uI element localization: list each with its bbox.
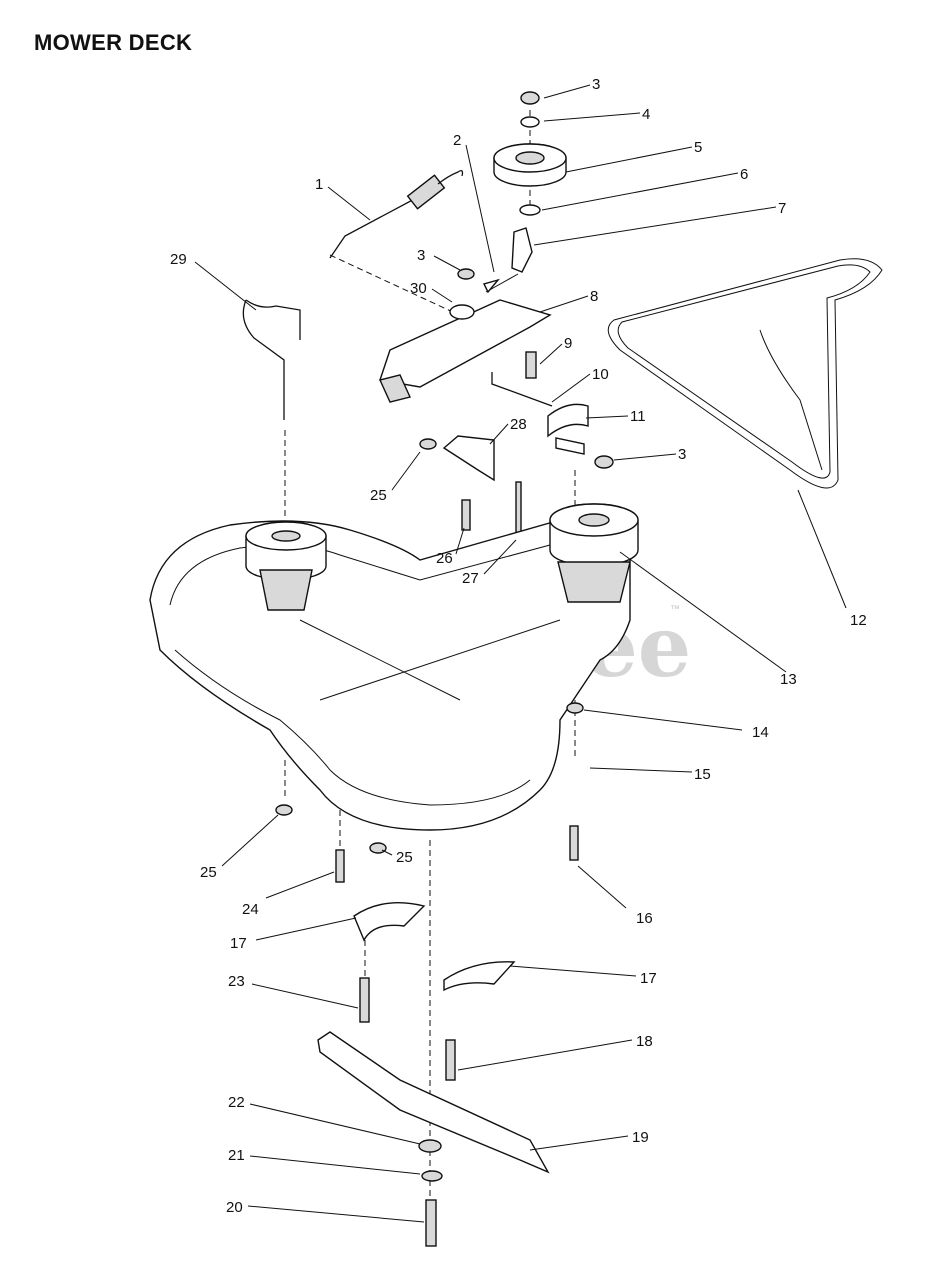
callout-label: 26: [436, 550, 453, 567]
callout-label: 24: [242, 901, 259, 918]
callout-label: 29: [170, 251, 187, 268]
callout-label: 4: [642, 106, 650, 123]
callout-label: 8: [590, 288, 598, 305]
callout-label: 17: [640, 970, 657, 987]
callout-label: 20: [226, 1199, 243, 1216]
callout-label: 13: [780, 671, 797, 688]
diagram-title: MOWER DECK: [34, 30, 193, 55]
leader-lines: [194, 84, 847, 1223]
idler-pulley-stack: [493, 91, 567, 216]
callout-label: 23: [228, 973, 245, 990]
left-spindle: [242, 299, 327, 611]
callout-label: 19: [632, 1129, 649, 1146]
watermark-trademark: ™: [670, 604, 680, 615]
callout-label: 10: [592, 366, 609, 383]
callout-label: 18: [636, 1033, 653, 1050]
callout-label: 27: [462, 570, 479, 587]
callout-label: 3: [678, 446, 686, 463]
callout-label: 30: [410, 280, 427, 297]
callout-label: 3: [417, 247, 425, 264]
callout-label: 9: [564, 335, 572, 352]
callout-label: 17: [230, 935, 247, 952]
callout-label: 7: [778, 200, 786, 217]
idler-spring: [329, 170, 464, 259]
mower-blade: [317, 1031, 550, 1174]
right-spindle: [549, 503, 639, 603]
callout-label: 3: [592, 76, 600, 93]
callout-label: 28: [510, 416, 527, 433]
callout-label: 11: [630, 408, 646, 425]
callout-label: 5: [694, 139, 702, 156]
callout-label: 1: [315, 176, 323, 193]
callout-label: 25: [200, 864, 217, 881]
callout-label: 16: [636, 910, 653, 927]
callout-labels: 1 2 3 4 5 6 7 3 8 30 29 9 10 11 3 28 25 …: [170, 76, 867, 1216]
callout-label: 2: [453, 132, 461, 149]
lower-hardware: [275, 702, 584, 1247]
hardware-bracket: [419, 435, 522, 563]
callout-label: 6: [740, 166, 748, 183]
callout-label: 21: [228, 1147, 245, 1164]
drive-belt: [607, 258, 883, 489]
callout-label: 25: [396, 849, 413, 866]
callout-label: 25: [370, 487, 387, 504]
callout-label: 14: [752, 724, 769, 741]
callout-label: 15: [694, 766, 711, 783]
idler-arm: [379, 227, 614, 469]
callout-label: 22: [228, 1094, 245, 1111]
callout-label: 12: [850, 612, 867, 629]
blade-adapters: [353, 901, 516, 992]
